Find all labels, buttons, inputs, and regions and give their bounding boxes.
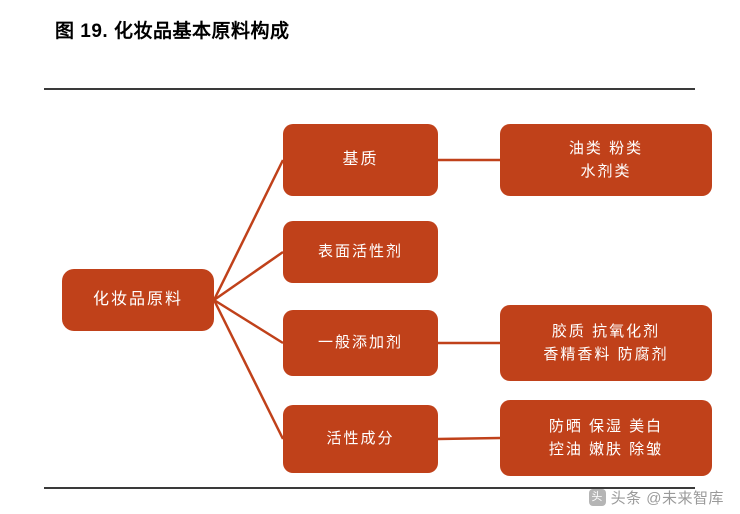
node-yiban: 一般添加剂 (283, 310, 438, 376)
node-huoxing-detail-line1: 防晒 保湿 美白 (548, 417, 664, 435)
node-jizhi-detail: 油类 粉类 水剂类 (500, 124, 712, 196)
node-root: 化妆品原料 (62, 269, 214, 331)
node-yiban-detail-line2: 香精香料 防腐剂 (543, 346, 669, 363)
node-biaomian: 表面活性剂 (283, 221, 438, 283)
node-yiban-detail: 胶质 抗氧化剂 香精香料 防腐剂 (500, 305, 712, 381)
node-huoxing-detail: 防晒 保湿 美白 控油 嫩肤 除皱 (500, 400, 712, 476)
divider-bottom (44, 487, 695, 489)
node-biaomian-label: 表面活性剂 (317, 243, 403, 261)
watermark-logo-icon: 头 (588, 489, 606, 506)
page-title: 图 19. 化妆品基本原料构成 (55, 21, 290, 42)
watermark: 头 头条 @未来智库 (588, 487, 724, 508)
watermark-text: 头条 @未来智库 (610, 490, 724, 507)
divider-top (44, 88, 695, 90)
node-root-label: 化妆品原料 (92, 290, 183, 308)
node-yiban-label: 一般添加剂 (317, 334, 403, 352)
node-jizhi: 基质 (283, 124, 438, 196)
node-yiban-detail-line1: 胶质 抗氧化剂 (551, 322, 661, 340)
node-jizhi-detail-line2: 水剂类 (580, 163, 632, 180)
node-huoxing-label: 活性成分 (326, 430, 395, 448)
node-huoxing: 活性成分 (283, 405, 438, 473)
node-jizhi-label: 基质 (342, 150, 379, 168)
node-huoxing-detail-line2: 控油 嫩肤 除皱 (548, 441, 664, 458)
node-jizhi-detail-line1: 油类 粉类 (568, 139, 644, 157)
